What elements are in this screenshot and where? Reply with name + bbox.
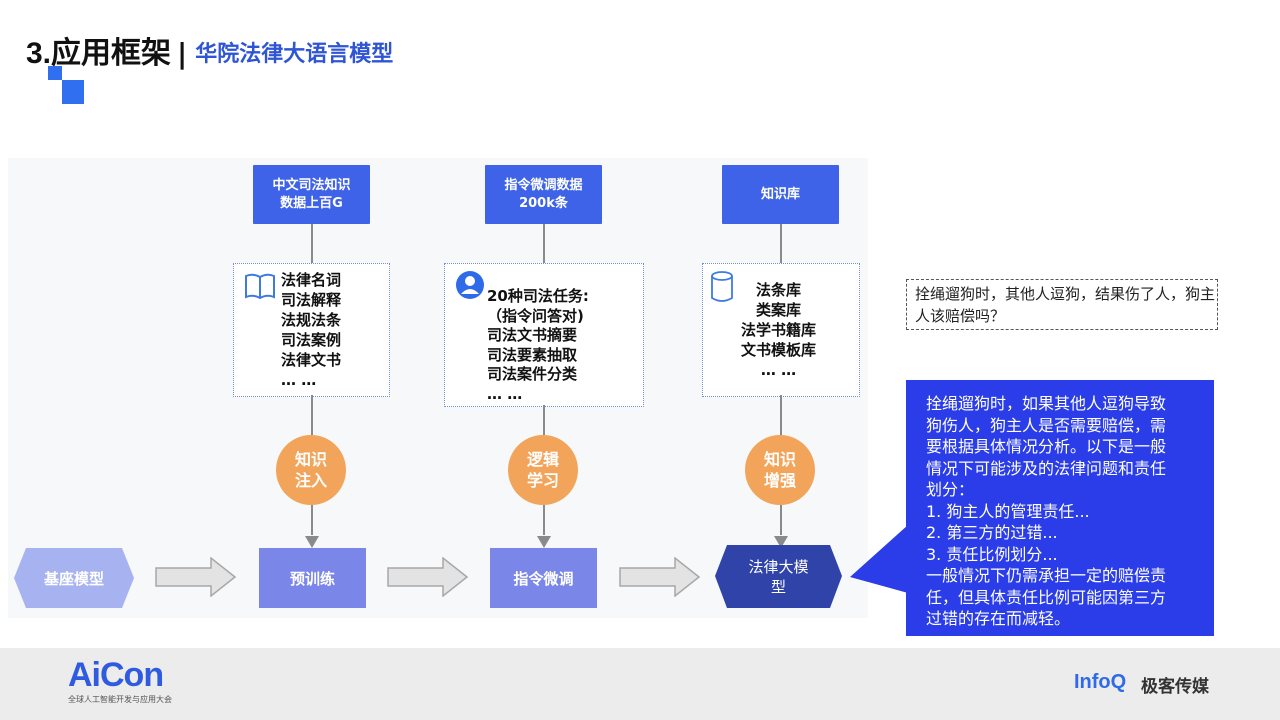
stage-base-model: 基座模型 <box>14 548 134 608</box>
decor-square-small <box>48 66 62 80</box>
connector-line <box>311 224 313 263</box>
answer-line: 一般情况下仍需承担一定的赔偿责 <box>926 566 1167 585</box>
answer-line: 过错的存在而减轻。 <box>926 609 1071 628</box>
answer-line: 2. 第三方的过错... <box>926 523 1058 542</box>
decor-square-large <box>62 80 84 104</box>
source-box-judicial-data: 中文司法知识 数据上百G <box>253 165 370 224</box>
aicon-logo: AiCon <box>68 656 164 694</box>
detail-text-knowledge: 法律名词 司法解释 法规法条 司法案例 法律文书 … … <box>281 271 342 389</box>
answer-line: 拴绳遛狗时，如果其他人逗狗导致 <box>926 394 1167 413</box>
method-logic-learning: 逻辑 学习 <box>508 435 578 505</box>
geek-media-logo: 极客传媒 <box>1141 677 1209 697</box>
answer-line: 狗伤人，狗主人是否需要赔偿，需 <box>926 415 1167 435</box>
stage-pretraining: 预训练 <box>259 548 366 608</box>
callout-pointer <box>850 505 910 599</box>
method-knowledge-enhancement: 知识 增强 <box>745 435 815 505</box>
answer-line: 3. 责任比例划分... <box>926 544 1058 564</box>
user-icon <box>455 270 485 304</box>
slide-title: 3.应用框架| 华院法律大语言模型 <box>26 28 393 72</box>
stage-instruction-finetune: 指令微调 <box>490 548 597 608</box>
stage-base-model-label: 基座模型 <box>43 569 104 588</box>
aicon-tagline: 全球人工智能开发与应用大会 <box>68 695 172 704</box>
connector-line <box>780 395 782 435</box>
detail-text-databases: 法条库 类案库 法学书籍库 文书模板库 … … <box>741 281 817 379</box>
source-box-knowledge-base: 知识库 <box>722 165 839 224</box>
source-box-instruction-data: 指令微调数据 200k条 <box>485 165 602 224</box>
detail-text-tasks: 20种司法任务: （指令问答对) 司法文书摘要 司法要素抽取 司法案件分类 … … <box>487 287 589 403</box>
title-main: 3.应用框架 <box>26 37 172 70</box>
answer-line: 情况下可能涉及的法律问题和责任 <box>926 458 1167 478</box>
connector-line <box>311 395 313 435</box>
example-answer: 拴绳遛狗时，如果其他人逗狗导致 狗伤人，狗主人是否需要赔偿，需 要根据具体情况分… <box>906 380 1214 636</box>
detail-box-databases <box>702 263 860 397</box>
connector-line <box>311 505 313 535</box>
infoq-logo: InfoQ <box>1074 671 1127 693</box>
method-knowledge-injection: 知识 注入 <box>276 435 346 505</box>
database-icon <box>710 271 734 307</box>
arrow-down-icon <box>774 533 788 552</box>
arrow-down-icon <box>537 533 551 552</box>
arrow-down-icon <box>305 533 319 552</box>
answer-line: 要根据具体情况分析。以下是一般 <box>926 437 1167 456</box>
arrow-right-icon <box>387 556 469 601</box>
stage-legal-llm-label: 法律大模 型 <box>748 557 809 596</box>
title-separator: | <box>177 37 188 70</box>
connector-line <box>780 224 782 263</box>
title-subtitle: 华院法律大语言模型 <box>195 42 394 67</box>
book-icon <box>244 272 276 304</box>
connector-line <box>543 224 545 263</box>
answer-line: 1. 狗主人的管理责任... <box>926 501 1090 521</box>
answer-line: 任，但具体责任比例可能因第三方 <box>926 587 1167 607</box>
example-question: 拴绳遛狗时，其他人逗狗，结果伤了人，狗主人该赔偿吗？ <box>906 279 1218 330</box>
stage-legal-llm: 法律大模 型 <box>715 545 842 608</box>
connector-line <box>780 505 782 535</box>
footer-bar <box>0 648 1280 720</box>
arrow-right-icon <box>155 556 237 601</box>
arrow-right-icon <box>619 556 701 601</box>
connector-line <box>543 505 545 535</box>
answer-line: 划分： <box>926 480 975 499</box>
connector-line <box>543 405 545 435</box>
